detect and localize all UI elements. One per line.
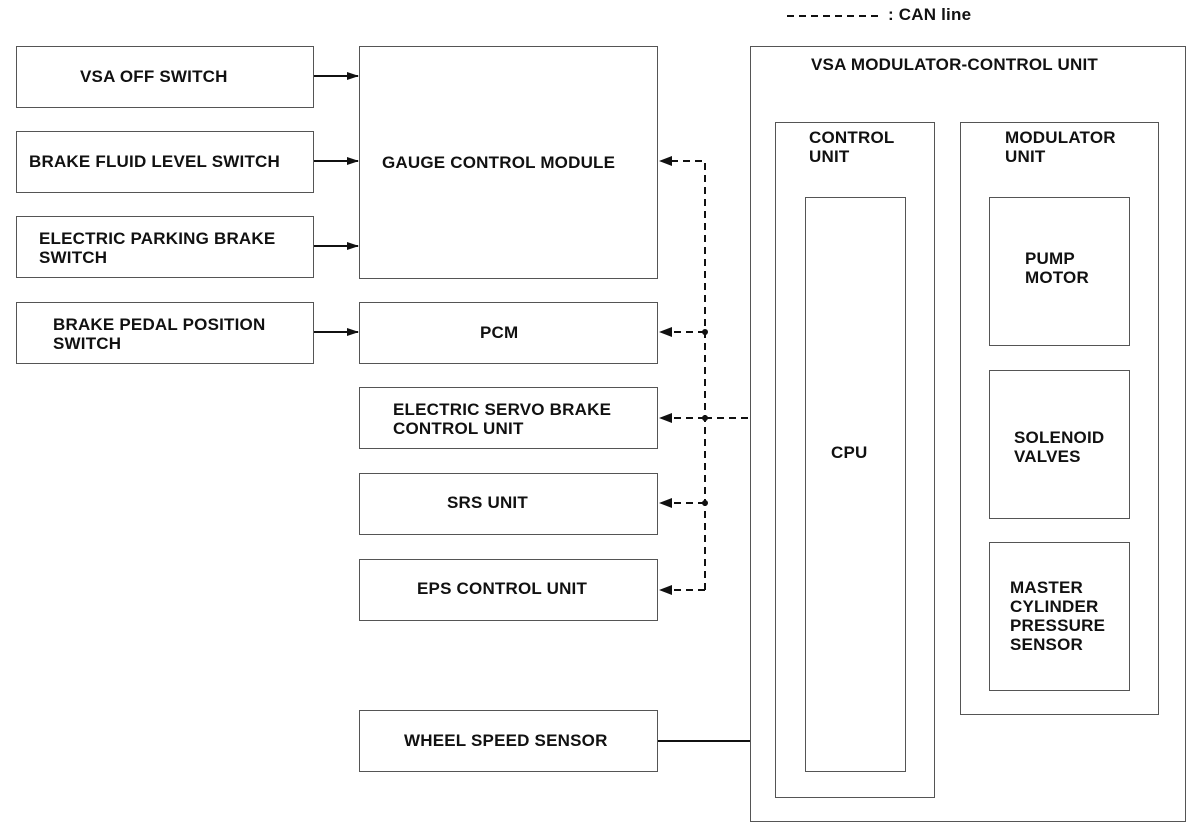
vsa-off-switch-box: VSA OFF SWITCH [16,46,314,108]
junction-dot [702,500,708,506]
electric-parking-brake-switch-box: ELECTRIC PARKING BRAKE SWITCH [16,216,314,278]
junction-dot [702,415,708,421]
vsa-off-switch-label: VSA OFF SWITCH [80,67,228,86]
pcm-box: PCM [359,302,658,364]
master-cylinder-pressure-sensor-label: MASTER CYLINDER PRESSURE SENSOR [1010,578,1106,654]
can-arrowhead-eps [659,585,672,595]
electric-servo-brake-control-unit-label: ELECTRIC SERVO BRAKE CONTROL UNIT [393,400,612,438]
wheel-speed-sensor-label: WHEEL SPEED SENSOR [404,731,608,750]
brake-fluid-level-switch-box: BRAKE FLUID LEVEL SWITCH [16,131,314,193]
can-arrowhead-servo [659,413,672,423]
control-unit-label: CONTROL UNIT [809,128,895,166]
modulator-unit-label: MODULATOR UNIT [1005,128,1116,166]
srs-unit-label: SRS UNIT [447,493,528,512]
gauge-control-module-label: GAUGE CONTROL MODULE [382,153,616,172]
can-bus-trunk [672,160,706,590]
solenoid-valves-label: SOLENOID VALVES [1014,428,1105,466]
solenoid-valves-box: SOLENOID VALVES [989,370,1130,519]
pump-motor-box: PUMP MOTOR [989,197,1130,346]
pcm-label: PCM [480,323,519,342]
electric-parking-brake-switch-label: ELECTRIC PARKING BRAKE SWITCH [39,229,276,267]
eps-control-unit-box: EPS CONTROL UNIT [359,559,658,621]
can-arrowhead-gauge [659,156,672,166]
brake-pedal-position-switch-box: BRAKE PEDAL POSITION SWITCH [16,302,314,364]
can-junctions [702,329,708,506]
master-cylinder-pressure-sensor-box: MASTER CYLINDER PRESSURE SENSOR [989,542,1130,691]
legend-label: : CAN line [888,5,972,24]
can-arrowhead-srs [659,498,672,508]
wheel-speed-sensor-box: WHEEL SPEED SENSOR [359,710,658,772]
vsa-modulator-control-unit-title: VSA MODULATOR-CONTROL UNIT [811,55,1098,74]
cpu-label: CPU [831,443,868,462]
gauge-control-module-box: GAUGE CONTROL MODULE [359,46,658,279]
electric-servo-brake-control-unit-box: ELECTRIC SERVO BRAKE CONTROL UNIT [359,387,658,449]
brake-fluid-level-switch-label: BRAKE FLUID LEVEL SWITCH [29,152,280,171]
srs-unit-box: SRS UNIT [359,473,658,535]
brake-pedal-position-switch-label: BRAKE PEDAL POSITION SWITCH [53,315,266,353]
cpu-box: CPU [805,197,906,772]
pump-motor-label: PUMP MOTOR [1025,249,1089,287]
junction-dot [702,329,708,335]
eps-control-unit-label: EPS CONTROL UNIT [417,579,588,598]
can-arrowhead-pcm [659,327,672,337]
